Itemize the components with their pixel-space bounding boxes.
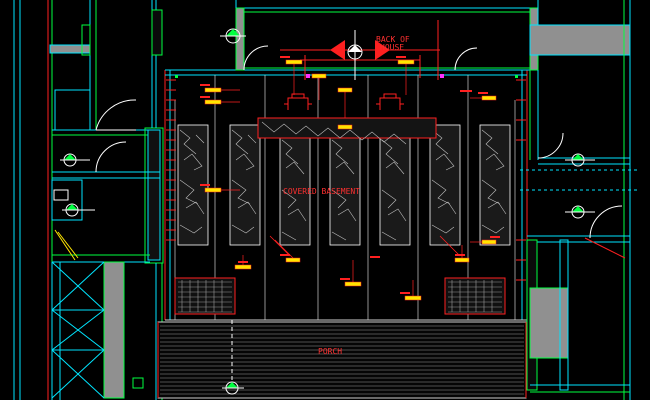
accent-marks — [175, 74, 518, 257]
covered-basement-label: COVERED BASEMENT — [283, 187, 360, 196]
section-marker-left-lower — [62, 203, 95, 217]
section-marker-top — [220, 28, 246, 44]
porch-area — [157, 321, 527, 399]
right-wall-system — [520, 0, 640, 400]
porch-label: PORCH — [318, 347, 342, 356]
section-marker-north — [347, 30, 363, 80]
left-stair-ticks — [166, 79, 526, 281]
section-marker-left — [60, 153, 90, 167]
section-marker-right-upper — [565, 153, 595, 167]
section-marker-bottom — [222, 320, 244, 395]
basement-column-hatching — [179, 129, 507, 241]
section-marker-right-lower — [565, 205, 595, 219]
left-wall-system — [13, 0, 164, 400]
back-of-house-label-line2: HOUSE — [380, 43, 404, 52]
lower-hatch-boxes — [174, 277, 506, 315]
chair-symbols — [284, 93, 404, 110]
small-red-notes — [200, 56, 500, 294]
back-of-house-label-line1: BACK OF — [376, 35, 410, 44]
